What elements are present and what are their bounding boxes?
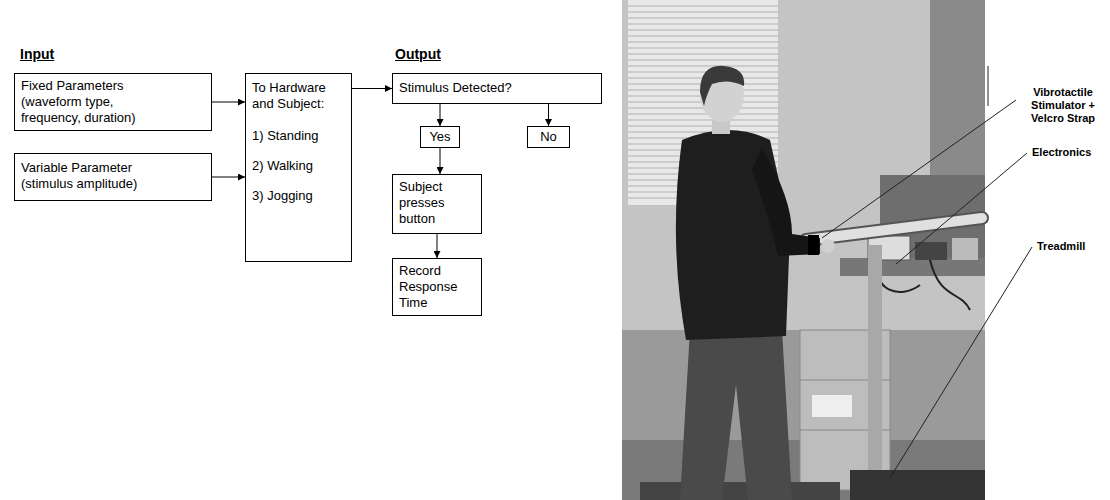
photo-background <box>622 0 985 500</box>
answer-box: Yes <box>420 126 460 148</box>
bench-electronics <box>915 242 947 260</box>
answer-box: No <box>527 126 570 148</box>
person <box>700 66 744 106</box>
bench-electronics <box>878 260 970 310</box>
process-box: Record Response Time <box>392 258 482 316</box>
box-text: Fixed Parameters (waveform type, frequen… <box>21 78 161 126</box>
box-text: Variable Parameter (stimulus amplitude) <box>21 160 161 192</box>
leader-line <box>896 153 1027 264</box>
callout-label: Electronics <box>1032 146 1091 159</box>
process-box: Fixed Parameters (waveform type, frequen… <box>14 73 212 131</box>
flow-arrow <box>437 234 438 258</box>
treadmill <box>640 482 840 500</box>
decision-box: Stimulus Detected? <box>392 73 602 104</box>
leader-line <box>822 100 1016 238</box>
flow-arrow <box>440 148 441 174</box>
leader-line <box>822 66 1032 478</box>
box-text: Record Response Time <box>399 263 475 311</box>
flow-arrow <box>212 102 245 103</box>
callout-label: Vibrotactile Stimulator + Velcro Strap <box>1022 86 1104 125</box>
section-heading: Input <box>20 46 54 63</box>
person <box>752 148 820 256</box>
person <box>680 330 792 500</box>
person <box>676 66 835 500</box>
box-text: To Hardware and Subject: <box>252 80 345 112</box>
bench-electronics <box>952 238 978 260</box>
flow-arrow <box>352 88 392 89</box>
leader-line <box>890 247 1032 478</box>
person <box>808 235 819 255</box>
bench-electronics <box>840 258 985 276</box>
photo-background <box>622 0 985 500</box>
treadmill <box>806 218 982 240</box>
flow-arrow <box>212 177 245 178</box>
treadmill <box>850 470 985 500</box>
cabinet <box>812 395 852 417</box>
box-text: Yes <box>423 129 457 145</box>
section-heading: Output <box>395 46 441 63</box>
photo-background <box>622 0 985 330</box>
person <box>821 239 835 253</box>
flow-arrow <box>548 104 549 126</box>
list-item: 3) Jogging <box>252 188 345 204</box>
leader-line <box>988 66 989 106</box>
treadmill <box>806 218 982 240</box>
flow-arrow <box>440 104 441 126</box>
process-box: Subject presses button <box>392 174 482 234</box>
list-item: 1) Standing <box>252 128 345 144</box>
treadmill <box>868 245 882 475</box>
list-item: 2) Walking <box>252 158 345 174</box>
box-text: No <box>530 129 567 145</box>
box-text: Subject presses button <box>399 179 475 227</box>
callout-label: Treadmill <box>1037 240 1085 253</box>
bench-electronics <box>840 236 985 310</box>
box-text: Stimulus Detected? <box>399 80 595 96</box>
process-box: Variable Parameter (stimulus amplitude) <box>14 153 212 201</box>
condition-box: To Hardware and Subject: 1) Standing 2) Wa… <box>245 73 352 262</box>
